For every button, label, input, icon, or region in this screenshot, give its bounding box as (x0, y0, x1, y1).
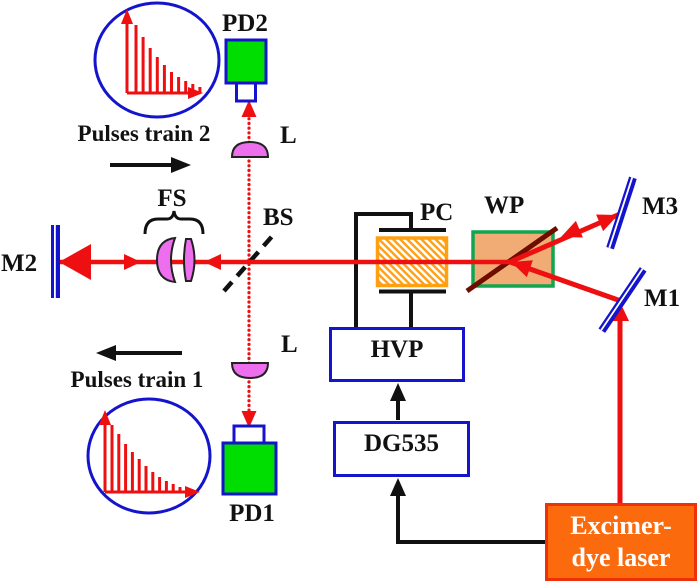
lens-bottom-label: L (281, 331, 298, 358)
dotted-beam-vertical (241, 100, 257, 428)
m3-label: M3 (642, 193, 679, 220)
laser-label-line1: Excimer- (570, 511, 672, 540)
fs-brace (143, 210, 205, 235)
dg535-label: DG535 (364, 430, 439, 457)
wire-dg535-hvp (390, 383, 406, 420)
pulse-train-2-inset (93, 1, 221, 119)
hvp-label: HVP (370, 335, 424, 363)
beam-wp-m3 (510, 211, 621, 264)
m1-label: M1 (644, 285, 681, 312)
lens-top-icon (230, 140, 270, 158)
wp-label: WP (484, 192, 525, 219)
mirror-m2-icon (51, 225, 60, 298)
mirror-m3-icon (606, 176, 637, 250)
pulse-train-2-chart (121, 9, 203, 99)
main-beam-horizontal (59, 244, 513, 280)
beam-m1-wp (509, 259, 622, 304)
beam-arrow-at-m2 (59, 244, 91, 280)
beam-splitter-icon (222, 231, 277, 293)
lens-top-label: L (280, 122, 297, 149)
wire-laser-dg535 (390, 478, 545, 544)
pulse-train-1-chart (99, 410, 200, 498)
pd2-label: PD2 (222, 10, 268, 37)
photodetector-pd1-icon (221, 424, 278, 496)
pulses-train-1-direction-arrow (96, 345, 182, 361)
fs-label: FS (157, 185, 187, 212)
laser-label-line2: dye laser (571, 543, 671, 572)
beam-arrow-to-pd1 (241, 411, 257, 428)
pd1-label: PD1 (229, 500, 275, 527)
pulses-train-2-direction-arrow (110, 157, 191, 173)
pockels-cell-assembly (354, 212, 449, 327)
dg535-box: DG535 (333, 421, 470, 477)
mirror-m1-icon (598, 267, 647, 333)
photodetector-pd2-icon (224, 38, 268, 103)
pc-hv-wire-top (354, 212, 413, 327)
m2-label: M2 (1, 250, 38, 277)
beam-laser-m1 (611, 302, 629, 503)
excimer-dye-laser-box: Excimer- dye laser (545, 503, 697, 581)
fs-lens-left-icon (155, 236, 177, 284)
beam-arrow-left (204, 254, 221, 270)
lens-bottom-icon (230, 362, 270, 380)
beam-arrow-right (124, 254, 141, 270)
pc-label: PC (420, 199, 454, 226)
hvp-box: HVP (329, 327, 465, 382)
beam-arrow-to-pd2 (241, 100, 257, 117)
pulses-train-2-label: Pulses train 2 (77, 121, 211, 146)
fs-lens-right-icon (183, 238, 196, 282)
bs-label: BS (263, 204, 294, 231)
pulses-train-1-label: Pulses train 1 (70, 367, 204, 392)
pulse-train-1-inset (86, 397, 212, 515)
